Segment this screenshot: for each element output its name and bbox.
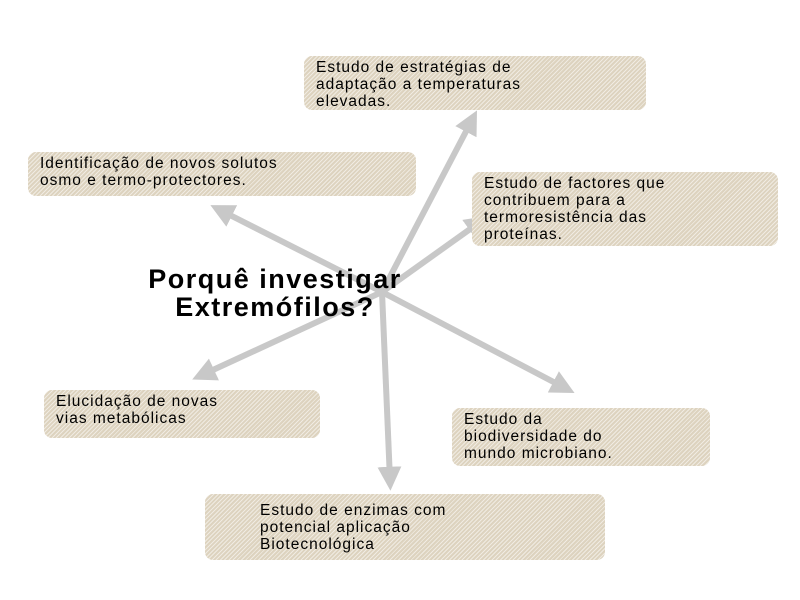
box-enzymes-line1: Estudo de enzimas com: [260, 502, 447, 519]
box-metabolic-line1: Elucidação de novas: [56, 393, 219, 410]
box-enzymes-line3: Biotecnológica: [260, 536, 375, 553]
box-metabolic-line2: vias metabólicas: [56, 410, 187, 427]
box-biodiversity-line2: biodiversidade do: [464, 428, 603, 445]
box-metabolic: Elucidação de novas vias metabólicas: [44, 390, 320, 438]
box-proteins-line3: termoresistência das: [484, 209, 648, 226]
arrow-to-solutes: [210, 205, 384, 295]
box-proteins-line4: proteínas.: [484, 226, 563, 243]
diagram-title-line1: Porquê investigar: [148, 264, 402, 294]
box-adaptation: Estudo de estratégias de adaptação a tem…: [304, 56, 646, 110]
box-biodiversity: Estudo da biodiversidade do mundo microb…: [452, 408, 710, 466]
box-adaptation-line2: adaptação a temperaturas: [316, 76, 521, 93]
diagram-title: Porquê investigar Extremófilos?: [60, 265, 490, 321]
box-solutes-line2: osmo e termo-protectores.: [40, 172, 247, 189]
arrow-to-enzymes: [377, 291, 402, 491]
box-adaptation-line3: elevadas.: [316, 93, 392, 110]
box-biodiversity-line3: mundo microbiano.: [464, 445, 613, 462]
arrow-to-metabolic: [192, 289, 384, 381]
arrow-to-biodiversity: [380, 289, 575, 394]
arrow-to-adaptation: [379, 110, 478, 294]
box-proteins-line1: Estudo de factores que: [484, 175, 666, 192]
box-solutes-line1: Identificação de novos solutos: [40, 155, 278, 172]
diagram-title-line2: Extremófilos?: [175, 292, 375, 322]
box-biodiversity-line1: Estudo da: [464, 411, 543, 428]
box-adaptation-line1: Estudo de estratégias de: [316, 59, 512, 76]
arrow-to-proteins: [380, 215, 489, 295]
box-proteins: Estudo de factores que contribuem para a…: [472, 172, 778, 246]
box-enzymes: Estudo de enzimas com potencial aplicaçã…: [205, 494, 605, 560]
box-proteins-line2: contribuem para a: [484, 192, 626, 209]
box-solutes: Identificação de novos solutos osmo e te…: [28, 152, 416, 196]
box-enzymes-line2: potencial aplicação: [260, 519, 411, 536]
